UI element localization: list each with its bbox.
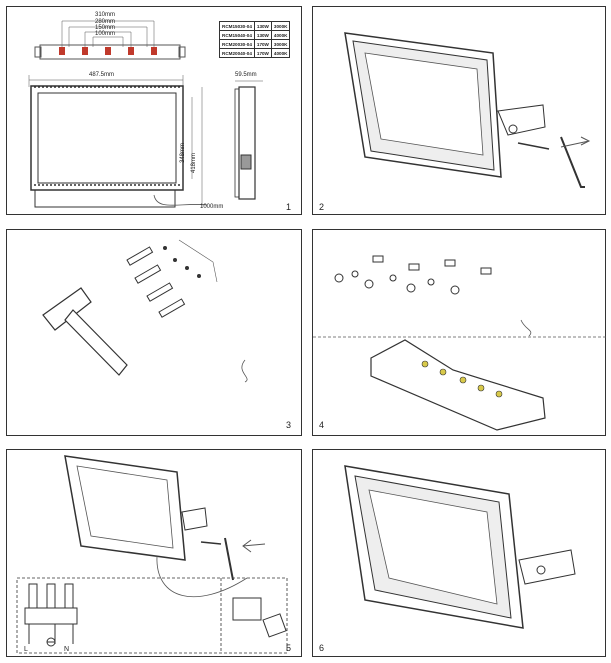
step-number: 3 <box>286 420 292 430</box>
step-2-panel: 2 <box>312 6 606 215</box>
power-cell: 170W <box>253 48 272 58</box>
step-number: 4 <box>319 420 325 430</box>
bracket-assembly-illustration <box>313 255 607 431</box>
power-cell: 170W <box>253 39 272 49</box>
mount-illustration <box>344 32 591 188</box>
dim-height-418: 418mm <box>191 152 197 173</box>
dim-width: 487.5mm <box>89 72 115 78</box>
dim-280: 280mm <box>95 19 116 25</box>
step-number: 5 <box>286 643 292 653</box>
step-3-panel: 3 <box>6 229 302 436</box>
model-cell: RCM15030-04 <box>219 21 255 31</box>
power-cell: 130W <box>253 21 272 31</box>
dim-height-348: 348mm <box>180 142 186 163</box>
dim-cable: 1000mm <box>200 204 224 210</box>
power-cell: 130W <box>253 30 272 40</box>
step-5-panel: L N 5 <box>6 449 302 657</box>
dim-150: 150mm <box>95 25 116 31</box>
dim-310: 310mm <box>95 12 116 18</box>
step-6-panel: 6 <box>312 449 606 657</box>
model-cell: RCM20030-04 <box>219 39 255 49</box>
wire-label-n: N <box>64 646 70 653</box>
cct-cell: 3000K <box>270 39 291 49</box>
dimension-drawing <box>28 20 263 208</box>
step-4-panel: 4 <box>312 229 607 436</box>
step-number: 1 <box>286 202 292 212</box>
model-cell: RCM15040-04 <box>219 30 255 40</box>
installed-light-illustration <box>344 465 576 629</box>
dim-100: 100mm <box>95 31 116 37</box>
step-number: 2 <box>319 202 325 212</box>
dim-depth: 59.5mm <box>235 72 257 78</box>
cct-cell: 3000K <box>270 21 291 31</box>
wall-anchor-illustration <box>42 239 248 383</box>
step-number: 6 <box>319 643 325 653</box>
wiring-illustration <box>16 455 288 654</box>
model-cell: RCM20040-04 <box>219 48 255 58</box>
cct-cell: 4000K <box>270 48 291 58</box>
cct-cell: 4000K <box>270 30 291 40</box>
wire-label-l: L <box>24 646 28 653</box>
